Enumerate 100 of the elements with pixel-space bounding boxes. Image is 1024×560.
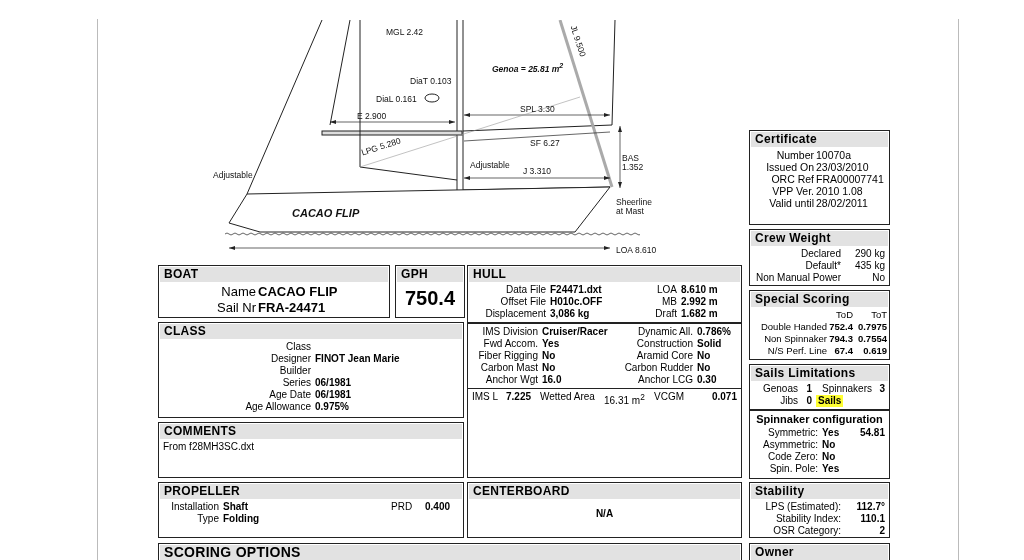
field-value: 3,086 kg: [550, 308, 591, 320]
panel-heading: Certificate: [751, 132, 888, 147]
field-value: No: [542, 361, 557, 374]
field-label: Fiber Rigging: [477, 349, 538, 362]
field-value: 54.81: [858, 426, 885, 439]
dimension-label: JL 9.500: [568, 24, 588, 58]
panel-heading: GPH: [397, 267, 463, 282]
field-label: IMS Division: [481, 325, 538, 338]
field-label: Number: [775, 149, 814, 161]
info-panel: [158, 422, 464, 478]
field-value: FINOT Jean Marie: [315, 353, 401, 365]
field-label: Double Handed: [759, 321, 827, 333]
field-value: 67.4: [833, 345, 853, 357]
field-value: 435 kg: [853, 260, 885, 272]
panel-heading: CLASS: [160, 324, 462, 339]
highlighted-value: Sails: [816, 395, 844, 407]
info-panel: [467, 265, 742, 478]
panel-heading: HULL: [469, 267, 740, 282]
field-value: 0.975%: [315, 401, 350, 413]
field-value: 1: [805, 383, 812, 395]
field-label: Age Date: [268, 389, 311, 401]
field-label: Series: [281, 377, 311, 389]
field-value: 794.3: [829, 333, 853, 345]
field-value: F24471.dxt: [550, 284, 603, 296]
field-label: 10070a: [816, 149, 853, 161]
field-value: 0.400: [425, 501, 452, 513]
panel-heading: Crew Weight: [751, 231, 888, 246]
field-label: LPS (Estimated):: [764, 501, 841, 513]
field-value: 7.225: [506, 391, 533, 404]
field-value: 0.7975: [856, 321, 887, 333]
field-value: FRA-24471: [258, 300, 327, 316]
info-panel: [749, 482, 890, 538]
field-value: No: [697, 349, 712, 362]
field-label: Spin. Pole:: [768, 462, 818, 475]
field-label: Offset File: [499, 296, 546, 308]
field-value: 1.682 m: [681, 308, 719, 320]
field-label: Sail Nr: [216, 300, 256, 316]
dimension-label: BAS 1.352: [622, 154, 645, 172]
panel-heading: Stability: [751, 484, 888, 499]
field-label: IMS L: [472, 391, 500, 404]
dimension-label: MGL 2.42: [386, 27, 423, 37]
field-label: VCGM: [654, 391, 685, 404]
field-label: 2010 1.08: [816, 185, 864, 197]
field-label: 23/03/2010: [816, 161, 870, 173]
panel-heading: Special Scoring: [751, 292, 888, 307]
field-label: Type: [196, 513, 219, 525]
field-label: Carbon Mast: [479, 361, 538, 374]
info-panel: [158, 482, 464, 538]
field-value: 0.30: [697, 373, 718, 386]
field-value: No: [822, 438, 837, 451]
field-label: Installation: [170, 501, 219, 513]
field-label: Carbon Rudder: [623, 361, 693, 374]
field-label: Jibs: [779, 395, 798, 407]
field-label: VPP Ver.: [771, 185, 814, 197]
field-value: 16.0: [542, 373, 563, 386]
field-label: Builder: [278, 365, 311, 377]
panel-heading: SCORING OPTIONS: [160, 545, 740, 560]
field-value: 2: [878, 525, 885, 537]
field-label: Draft: [654, 308, 677, 320]
field-value: 0.7554: [856, 333, 887, 345]
field-value: ToD: [835, 309, 853, 321]
field-value: Yes: [542, 337, 561, 350]
field-value: Cruiser/Racer: [542, 325, 609, 338]
field-value: Yes: [822, 426, 841, 439]
field-label: LOA: [656, 284, 677, 296]
field-label: Construction: [635, 337, 693, 350]
panel-heading: Sails Limitations: [751, 366, 888, 381]
info-panel: [749, 229, 890, 286]
field-label: Anchor LCG: [636, 373, 693, 386]
panel-heading: Owner: [751, 545, 888, 560]
field-label: 28/02/2011: [816, 197, 869, 209]
field-value: No: [822, 450, 837, 463]
field-label: Valid until: [768, 197, 814, 209]
field-label: Issued On: [765, 161, 814, 173]
field-label: Data File: [505, 284, 546, 296]
panel-heading: BOAT: [160, 267, 388, 282]
field-value: 8.610 m: [681, 284, 719, 296]
field-value: ToT: [870, 309, 887, 321]
field-label: Designer: [269, 353, 311, 365]
boat-name-label: CACAO FLIP: [292, 207, 360, 219]
dimension-label: E 2.900: [357, 111, 387, 121]
field-value: Shaft: [223, 501, 249, 513]
field-value: No: [697, 361, 712, 374]
field-label: From f28MH3SC.dxt: [163, 441, 256, 453]
note-label: Adjustable: [470, 160, 510, 170]
info-panel: [749, 130, 890, 225]
field-label: Aramid Core: [635, 349, 693, 362]
note-label: Adjustable: [213, 170, 253, 180]
field-value: H010c.OFF: [550, 296, 604, 308]
info-panel: [158, 265, 390, 318]
field-label: Symmetric:: [767, 426, 818, 439]
area-label: Genoa = 25.81 m$^{2}$: [492, 62, 564, 74]
field-value: No: [542, 349, 557, 362]
field-label: Class: [285, 341, 311, 353]
field-label: FRA00007741: [816, 173, 885, 185]
field-value: CACAO FLIP: [258, 284, 339, 300]
panel-heading: COMMENTS: [160, 424, 462, 439]
field-label: Fwd Accom.: [482, 337, 538, 350]
field-value: Yes: [822, 462, 841, 475]
field-label: Asymmetric:: [762, 438, 818, 451]
